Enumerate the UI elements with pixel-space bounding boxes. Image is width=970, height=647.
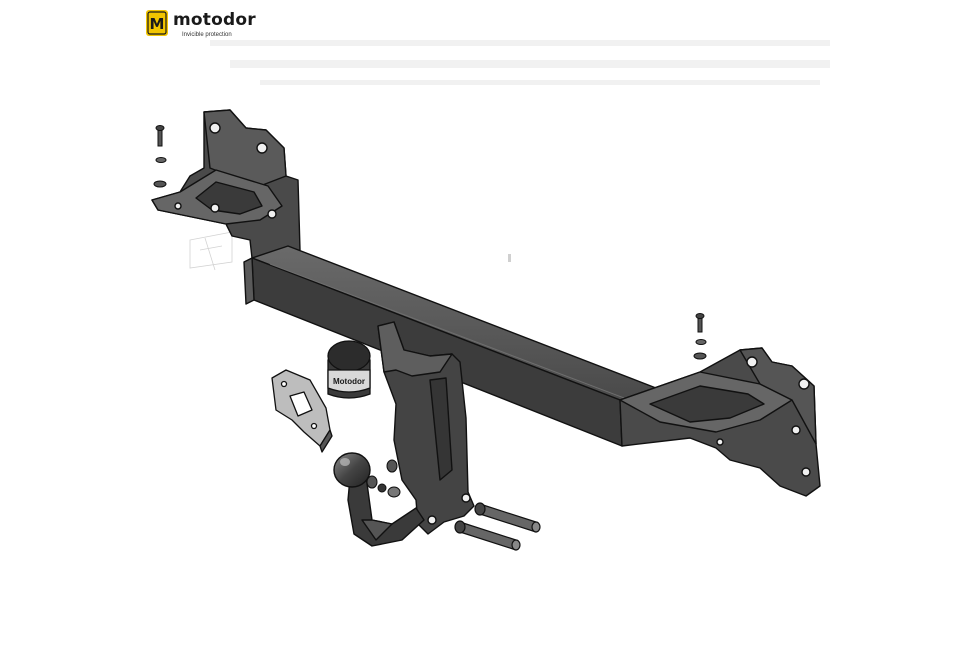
brand-name: motodor xyxy=(173,10,256,30)
tow-ball xyxy=(333,452,371,488)
construction-lines xyxy=(189,231,233,271)
background-watermark xyxy=(210,40,830,85)
ball-cap-label: Motodor xyxy=(333,377,365,386)
left-mounting-bracket xyxy=(151,109,301,263)
hitch-nuts xyxy=(366,459,401,498)
hitch-hanger-bracket xyxy=(377,321,475,535)
tow-ball-cap: Motodor xyxy=(327,340,371,399)
brand-mark-letter: M xyxy=(150,15,165,33)
right-mounting-bracket xyxy=(619,347,821,497)
small-marker xyxy=(508,254,511,262)
electrical-socket-plate xyxy=(271,369,333,453)
main-crossbar xyxy=(243,245,657,447)
brand-mark-icon: M xyxy=(146,10,168,36)
left-bolt-set xyxy=(153,125,167,188)
tow-ball-neck xyxy=(347,475,425,547)
brand-logo: M motodor Invicible protection xyxy=(146,10,286,44)
hitch-pins xyxy=(454,502,541,551)
brand-tagline: Invicible protection xyxy=(182,32,232,38)
right-bolt-set xyxy=(693,313,707,360)
